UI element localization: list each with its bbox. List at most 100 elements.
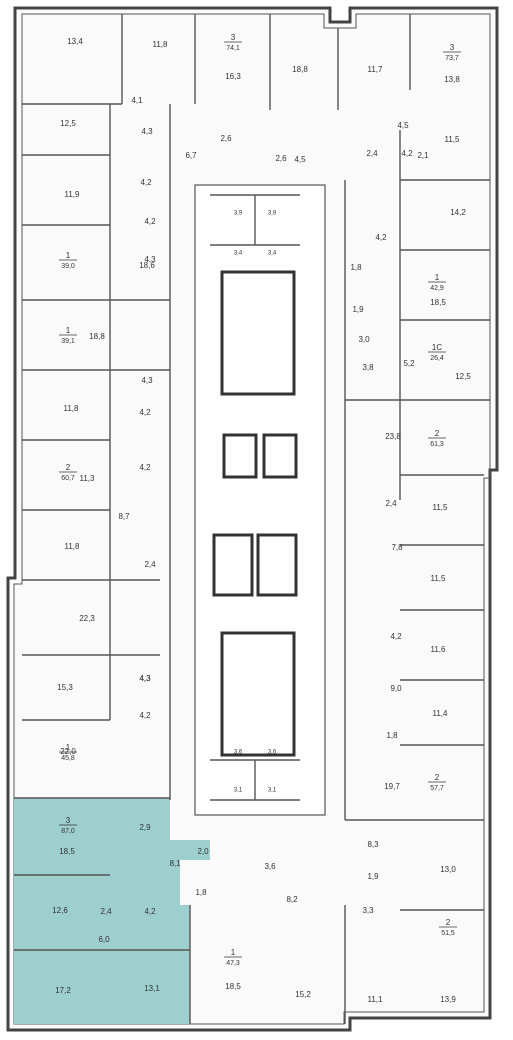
room-area-label: 18,5 <box>225 982 241 991</box>
room-area-label: 15,2 <box>295 990 311 999</box>
room-area-label: 18,8 <box>89 332 105 341</box>
apartment-badge[interactable]: 374,1 <box>224 33 242 52</box>
room-area-label: 3,9 <box>268 211 277 217</box>
apartment-badge[interactable]: 142,9 <box>428 273 446 292</box>
room-area-label: 11,9 <box>65 190 81 199</box>
building-inner-outline <box>13 13 491 1025</box>
room-area-label: 8,1 <box>169 859 181 868</box>
room-area-label: 2,6 <box>275 154 287 163</box>
room-area-label: 13,4 <box>67 37 83 46</box>
apartment-rooms-count: 1 <box>66 326 71 335</box>
room-area-label: 4,3 <box>141 127 153 136</box>
room-area-label: 2,6 <box>220 134 232 143</box>
highlighted-apartment-area[interactable] <box>14 798 210 1024</box>
room-area-label: 11,4 <box>433 709 449 718</box>
stair-top <box>220 270 296 396</box>
room-area-label: 14,2 <box>450 208 466 217</box>
apartment-badge[interactable]: 260,7 <box>59 463 77 482</box>
apartment-rooms-count: 2 <box>446 918 451 927</box>
room-area-label: 8,3 <box>367 840 379 849</box>
apartment-badge[interactable]: 387,0 <box>59 816 77 835</box>
room-area-label: 2,9 <box>139 823 151 832</box>
apartment-total-area: 42,9 <box>430 285 444 292</box>
room-area-label: 22,3 <box>79 614 95 623</box>
apartment-badge[interactable]: 373,7 <box>443 43 461 62</box>
apartment-rooms-count: 2 <box>66 463 71 472</box>
room-area-label: 13,0 <box>440 865 456 874</box>
room-area-label: 3,9 <box>234 211 243 217</box>
apartment-badge[interactable]: 251,5 <box>439 918 457 937</box>
apartment-badge[interactable]: 261,3 <box>428 429 446 448</box>
apartment-rooms-count: 1С <box>432 343 442 352</box>
apartment-rooms-count: 1 <box>66 743 71 752</box>
apartment-rooms-count: 1 <box>435 273 440 282</box>
room-area-label: 22,0 <box>60 747 76 756</box>
room-area-label: 23,8 <box>385 432 401 441</box>
room-area-label: 7,8 <box>391 543 403 552</box>
apartment-total-area: 51,5 <box>441 930 455 937</box>
room-area-label: 12,5 <box>60 119 76 128</box>
apartment-total-area: 47,3 <box>226 960 240 967</box>
room-area-label: 1,8 <box>195 888 207 897</box>
room-area-label: 3,6 <box>234 750 243 756</box>
room-area-label: 3,4 <box>234 251 243 257</box>
room-area-label: 3,1 <box>234 788 243 794</box>
room-area-label: 5,2 <box>403 359 415 368</box>
room-area-label: 19,7 <box>384 782 400 791</box>
room-area-label: 11,5 <box>433 503 449 512</box>
room-area-label: 3,1 <box>268 788 277 794</box>
elevator-1 <box>222 433 258 479</box>
interior-walls <box>14 14 490 1024</box>
room-area-label: 4,3 <box>141 376 153 385</box>
elevator-2 <box>262 433 298 479</box>
apartment-rooms-count: 2 <box>435 773 440 782</box>
room-area-label: 4,2 <box>144 907 156 916</box>
room-area-label: 8,7 <box>118 512 130 521</box>
room-area-label: 1,9 <box>352 305 364 314</box>
apartment-total-area: 39,0 <box>61 263 75 270</box>
room-area-label: 11,8 <box>153 40 169 49</box>
apartment-total-area: 87,0 <box>61 828 75 835</box>
room-area-label: 11,3 <box>80 474 96 483</box>
apartment-total-area: 61,3 <box>430 441 444 448</box>
room-area-label: 1,8 <box>386 731 398 740</box>
room-area-label: 6,0 <box>98 935 110 944</box>
apartment-badge[interactable]: 257,7 <box>428 773 446 792</box>
room-area-label: 9,0 <box>390 684 402 693</box>
room-area-label: 18,6 <box>139 261 155 270</box>
room-area-label: 18,5 <box>59 847 75 856</box>
apartment-badge[interactable]: 147,3 <box>224 948 242 967</box>
room-area-label: 2,0 <box>197 847 209 856</box>
room-area-label: 2,4 <box>144 560 156 569</box>
room-area-label: 17,2 <box>55 986 71 995</box>
apartment-total-area: 45,8 <box>61 755 75 762</box>
room-area-label: 13,8 <box>444 75 460 84</box>
apartment-total-area: 39,1 <box>61 338 75 345</box>
apartment-badge[interactable]: 145,8 <box>59 743 77 762</box>
room-area-label: 3,6 <box>264 862 276 871</box>
room-area-label: 2,4 <box>385 499 397 508</box>
apartment-rooms-count: 1 <box>231 948 236 957</box>
apartment-badge[interactable]: 139,1 <box>59 326 77 345</box>
room-area-label: 4,2 <box>140 178 152 187</box>
room-area-label: 6,7 <box>185 151 197 160</box>
apartment-rooms-count: 2 <box>435 429 440 438</box>
room-area-label: 4,3 <box>144 255 156 264</box>
room-area-label: 2,4 <box>100 907 112 916</box>
room-area-label: 11,8 <box>64 404 80 413</box>
room-area-label: 11,5 <box>445 135 461 144</box>
elevator-3 <box>212 533 254 597</box>
room-area-label: 12,6 <box>52 906 68 915</box>
apartment-rooms-count: 3 <box>450 43 455 52</box>
room-area-label: 11,1 <box>368 995 384 1004</box>
apartment-badge[interactable]: 139,0 <box>59 251 77 270</box>
room-area-label: 11,6 <box>431 645 447 654</box>
room-area-label: 3,3 <box>362 906 374 915</box>
room-area-label: 13,9 <box>440 995 456 1004</box>
room-area-label: 4,2 <box>401 149 413 158</box>
room-area-label: 13,1 <box>144 984 160 993</box>
apartment-rooms-count: 3 <box>231 33 236 42</box>
